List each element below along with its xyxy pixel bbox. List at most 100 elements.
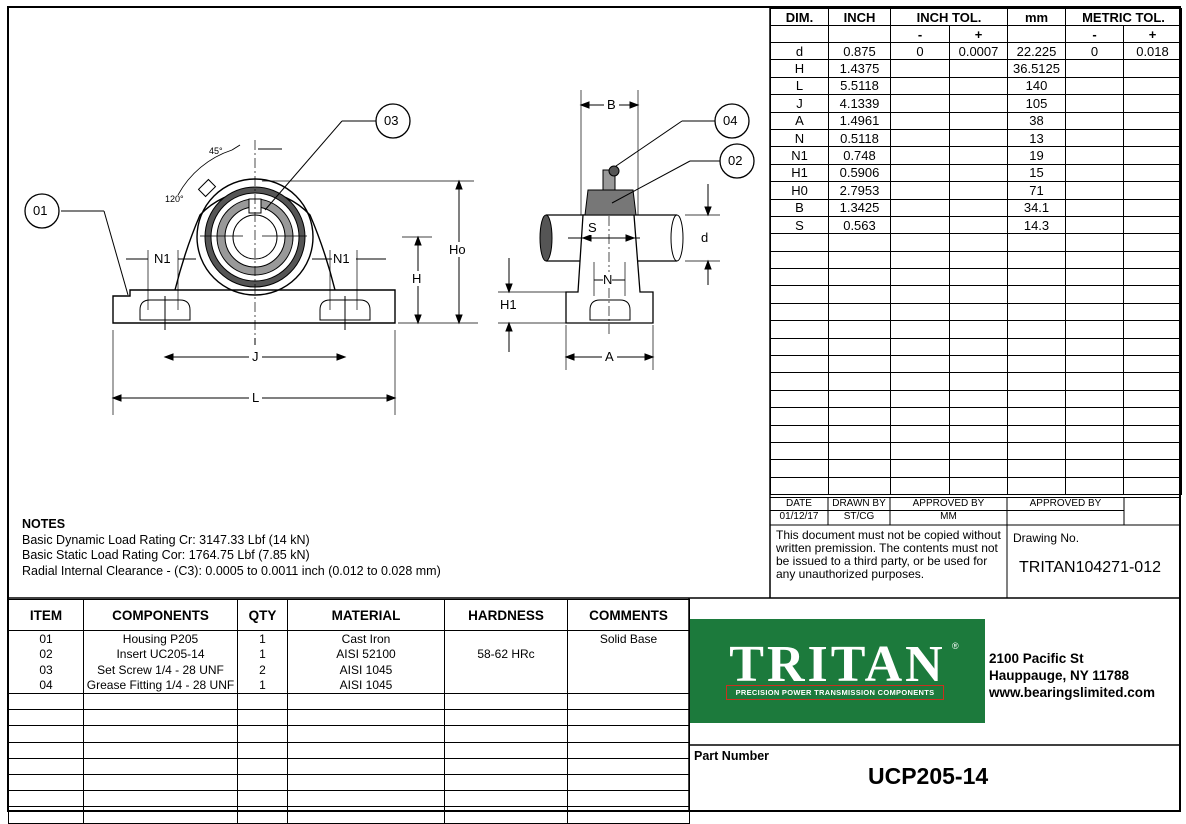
approved-by-label-1: APPROVED BY bbox=[912, 498, 985, 509]
dimension-cell-inch: 1.4375 bbox=[828, 59, 891, 78]
drawing-number: TRITAN104271-012 bbox=[1019, 559, 1161, 576]
dimension-cell-inch-plus bbox=[949, 111, 1008, 130]
dimension-cell-inch-minus bbox=[890, 146, 950, 165]
tritan-logo: TRITAN ® PRECISION POWER TRANSMISSION CO… bbox=[690, 619, 985, 723]
callout-01: 01 bbox=[33, 203, 48, 218]
dimension-cell-inch-plus bbox=[949, 215, 1008, 235]
dimension-cell-mm-minus bbox=[1065, 59, 1124, 78]
dimension-cell-mm: 140 bbox=[1007, 76, 1066, 96]
dimension-cell-inch-plus: 0.0007 bbox=[949, 41, 1008, 61]
dimension-row-empty bbox=[770, 233, 1182, 252]
dim-l: L bbox=[249, 390, 263, 405]
component-row-empty bbox=[8, 709, 690, 727]
component-cell-component: Set Screw 1/4 - 28 UNF bbox=[83, 662, 238, 678]
dimension-cell-inch-minus bbox=[890, 111, 950, 130]
dimension-cell-dim: H0 bbox=[770, 181, 829, 200]
dimension-row-empty bbox=[770, 476, 1182, 496]
note-line: Radial Internal Clearance - (C3): 0.0005… bbox=[22, 563, 441, 578]
dimension-cell-inch: 0.5906 bbox=[828, 163, 891, 183]
header-inch: INCH bbox=[828, 8, 891, 26]
dimension-cell-inch: 0.563 bbox=[828, 215, 891, 235]
angle-120-label: 120° bbox=[165, 194, 184, 204]
angle-45-label: 45° bbox=[209, 146, 223, 156]
dimension-cell-inch-plus bbox=[949, 198, 1008, 217]
part-number: UCP205-14 bbox=[868, 763, 989, 789]
dimension-cell-inch: 1.3425 bbox=[828, 198, 891, 217]
component-row-empty bbox=[8, 693, 690, 711]
dimension-cell-mm-plus bbox=[1123, 215, 1182, 235]
dimension-cell-mm-minus: 0 bbox=[1065, 41, 1124, 61]
drawn-by: ST/CG bbox=[843, 511, 875, 522]
callout-02: 02 bbox=[728, 153, 743, 168]
approval-date: 01/12/17 bbox=[779, 511, 819, 522]
component-cell-item: 02 bbox=[8, 646, 84, 662]
header-mm-minus: - bbox=[1065, 25, 1124, 43]
dimension-cell-mm-plus bbox=[1123, 181, 1182, 200]
header-components: COMPONENTS bbox=[83, 599, 238, 631]
address-line-2: Hauppauge, NY 11788 bbox=[989, 668, 1130, 683]
dimension-row-empty bbox=[770, 459, 1182, 478]
dimension-table: DIM. INCH INCH TOL. mm METRIC TOL. - + -… bbox=[770, 8, 1182, 496]
dimension-cell-mm: 13 bbox=[1007, 128, 1066, 148]
dimension-cell-inch: 0.875 bbox=[828, 41, 891, 61]
component-cell-material: AISI 1045 bbox=[287, 677, 445, 694]
dim-s: S bbox=[588, 220, 597, 235]
header-dim: DIM. bbox=[770, 8, 829, 26]
address-website: www.bearingslimited.com bbox=[989, 685, 1156, 700]
component-cell-qty: 2 bbox=[237, 662, 288, 678]
logo-tagline: PRECISION POWER TRANSMISSION COMPONENTS bbox=[726, 685, 944, 700]
dim-b: B bbox=[604, 97, 619, 112]
address-line-1: 2100 Pacific St bbox=[989, 651, 1084, 666]
component-cell-qty: 1 bbox=[237, 646, 288, 662]
dimension-cell-mm-minus bbox=[1065, 94, 1124, 113]
component-cell-comments: Solid Base bbox=[567, 630, 690, 647]
dimension-cell-inch: 4.1339 bbox=[828, 94, 891, 113]
dim-n1-right: N1 bbox=[333, 251, 350, 266]
component-row-empty bbox=[8, 758, 690, 775]
note-line: Basic Static Load Rating Cor: 1764.75 Lb… bbox=[22, 548, 310, 562]
dimension-cell-dim: H bbox=[770, 59, 829, 78]
date-label: DATE bbox=[786, 498, 812, 509]
callout-04: 04 bbox=[723, 113, 738, 128]
dimension-cell-inch-plus bbox=[949, 163, 1008, 183]
component-cell-component: Grease Fitting 1/4 - 28 UNF bbox=[83, 677, 238, 694]
dimension-cell-mm-minus bbox=[1065, 128, 1124, 148]
dimension-cell-inch-plus bbox=[949, 181, 1008, 200]
dimension-cell-mm-minus bbox=[1065, 163, 1124, 183]
dimension-cell-dim: N1 bbox=[770, 146, 829, 165]
dimension-cell-inch: 0.5118 bbox=[828, 128, 891, 148]
dimension-cell-inch: 1.4961 bbox=[828, 111, 891, 130]
component-cell-material: AISI 52100 bbox=[287, 646, 445, 662]
dimension-cell-mm: 19 bbox=[1007, 146, 1066, 165]
dimension-cell-dim: N bbox=[770, 128, 829, 148]
note-line: Basic Dynamic Load Rating Cr: 3147.33 Lb… bbox=[22, 532, 310, 547]
dimension-row-empty bbox=[770, 441, 1182, 461]
component-cell-component: Housing P205 bbox=[83, 630, 238, 647]
approval-block: DATE DRAWN BY APPROVED BY APPROVED BY 01… bbox=[770, 497, 1181, 525]
dimension-cell-mm: 105 bbox=[1007, 94, 1066, 113]
dim-n: N bbox=[603, 272, 613, 287]
part-number-label: Part Number bbox=[694, 749, 770, 763]
dimension-cell-mm-plus: 0.018 bbox=[1123, 41, 1182, 61]
dimension-row-empty bbox=[770, 250, 1182, 270]
logo-wordmark: TRITAN bbox=[729, 636, 946, 693]
header-material: MATERIAL bbox=[287, 599, 445, 631]
dimension-cell-inch-minus bbox=[890, 94, 950, 113]
header-qty: QTY bbox=[237, 599, 288, 631]
dim-h0: Ho bbox=[449, 242, 466, 257]
dimension-cell-mm: 22.225 bbox=[1007, 41, 1066, 61]
dimension-cell-mm-plus bbox=[1123, 198, 1182, 217]
header-inch-minus: - bbox=[890, 25, 950, 43]
dimension-cell-mm: 38 bbox=[1007, 111, 1066, 130]
dimension-row-empty bbox=[770, 302, 1182, 322]
dimension-cell-mm-plus bbox=[1123, 146, 1182, 165]
component-cell-comments bbox=[567, 646, 690, 662]
dim-h1: H1 bbox=[500, 297, 517, 312]
component-cell-hardness bbox=[444, 662, 568, 678]
